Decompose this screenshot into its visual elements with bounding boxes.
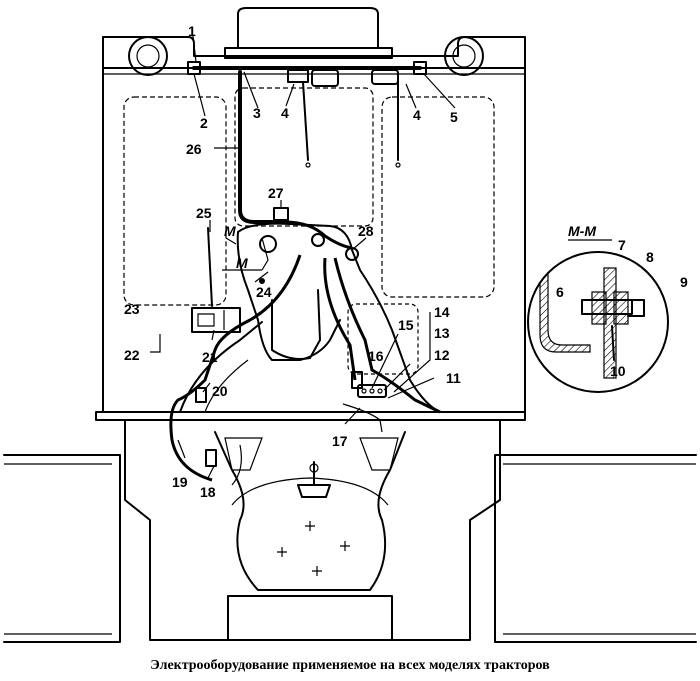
section-marker-bottom: М (236, 255, 248, 271)
label-27: 27 (268, 185, 284, 201)
label-15: 15 (398, 317, 414, 333)
label-16: 16 (368, 348, 384, 364)
label-22: 22 (124, 347, 140, 363)
label-13: 13 (434, 325, 450, 341)
label-4b: 4 (413, 107, 421, 123)
label-21: 21 (202, 349, 218, 365)
components (187, 61, 427, 467)
rear-wheels (3, 454, 697, 643)
label-6: 6 (556, 284, 564, 300)
label-4a: 4 (281, 105, 289, 121)
label-19: 19 (172, 474, 188, 490)
label-26: 26 (186, 141, 202, 157)
tractor-rear-body (124, 419, 501, 641)
label-24: 24 (256, 284, 272, 300)
label-3: 3 (253, 105, 261, 121)
section-title: М-М (568, 223, 596, 239)
label-25: 25 (196, 205, 212, 221)
label-18: 18 (200, 484, 216, 500)
label-10: 10 (610, 363, 626, 379)
label-28: 28 (358, 223, 374, 239)
label-12: 12 (434, 347, 450, 363)
label-8: 8 (646, 249, 654, 265)
leader-lines (150, 35, 456, 479)
label-5: 5 (450, 109, 458, 125)
label-14: 14 (434, 304, 450, 320)
label-17: 17 (332, 433, 348, 449)
figure-caption: Электрооборудование применяемое на всех … (150, 658, 550, 673)
label-9: 9 (680, 274, 688, 290)
label-2: 2 (200, 115, 208, 131)
section-marker-top: М (224, 223, 236, 239)
tractor-electrical-diagram: 1 2 3 4 4 5 26 27 25 М М 28 24 23 22 21 … (3, 7, 697, 643)
label-7: 7 (618, 237, 626, 253)
label-1: 1 (188, 23, 196, 39)
part-labels: 1 2 3 4 4 5 26 27 25 М М 28 24 23 22 21 … (124, 23, 688, 500)
label-23: 23 (124, 301, 140, 317)
label-11: 11 (446, 370, 461, 386)
label-20: 20 (212, 383, 228, 399)
